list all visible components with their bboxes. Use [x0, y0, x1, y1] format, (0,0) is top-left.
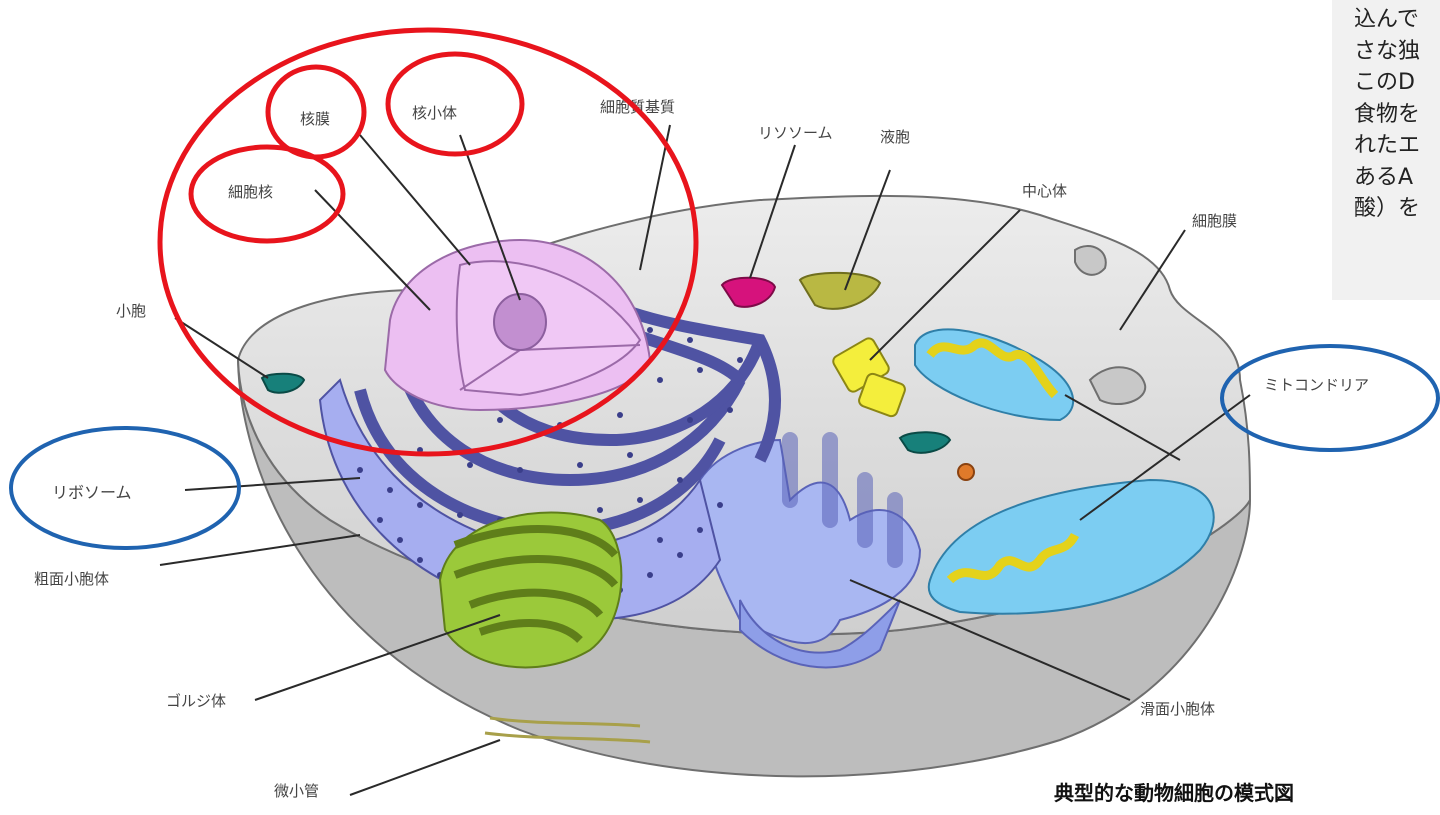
label-smooth-er: 滑面小胞体	[1140, 700, 1215, 718]
note-line: 込んで	[1332, 0, 1440, 36]
label-vesicle: 小胞	[116, 302, 146, 320]
note-line: さな独	[1332, 36, 1440, 68]
label-vacuole: 液胞	[880, 128, 910, 146]
side-note-box: 込んで さな独 このD 食物を れたエ あるA 酸）を	[1332, 0, 1440, 300]
label-mitochondria: ミトコンドリア	[1264, 376, 1369, 394]
label-nucleus: 細胞核	[228, 183, 273, 201]
label-golgi: ゴルジ体	[166, 692, 226, 710]
note-line: 酸）を	[1332, 193, 1440, 225]
label-cell-membrane: 細胞膜	[1192, 212, 1237, 230]
label-nucleolus: 核小体	[412, 104, 457, 122]
membrane-fold	[1075, 246, 1106, 275]
note-line: このD	[1332, 67, 1440, 99]
nucleolus-body	[494, 294, 546, 350]
vesicle-small	[958, 464, 974, 480]
label-centrosome: 中心体	[1022, 182, 1067, 200]
label-rough-er: 粗面小胞体	[34, 570, 109, 588]
membrane-fold	[1090, 367, 1145, 404]
label-microtubule: 微小管	[274, 782, 319, 800]
diagram-caption: 典型的な動物細胞の模式図	[1054, 781, 1294, 805]
label-ribosome: リボソーム	[52, 483, 132, 502]
note-line: れたエ	[1332, 130, 1440, 162]
blue-circle-mitochondria	[1222, 346, 1438, 450]
label-lysosome: リソソーム	[758, 124, 833, 142]
note-line: あるA	[1332, 162, 1440, 194]
note-line: 食物を	[1332, 99, 1440, 131]
label-nuclear-membrane: 核膜	[300, 110, 330, 128]
